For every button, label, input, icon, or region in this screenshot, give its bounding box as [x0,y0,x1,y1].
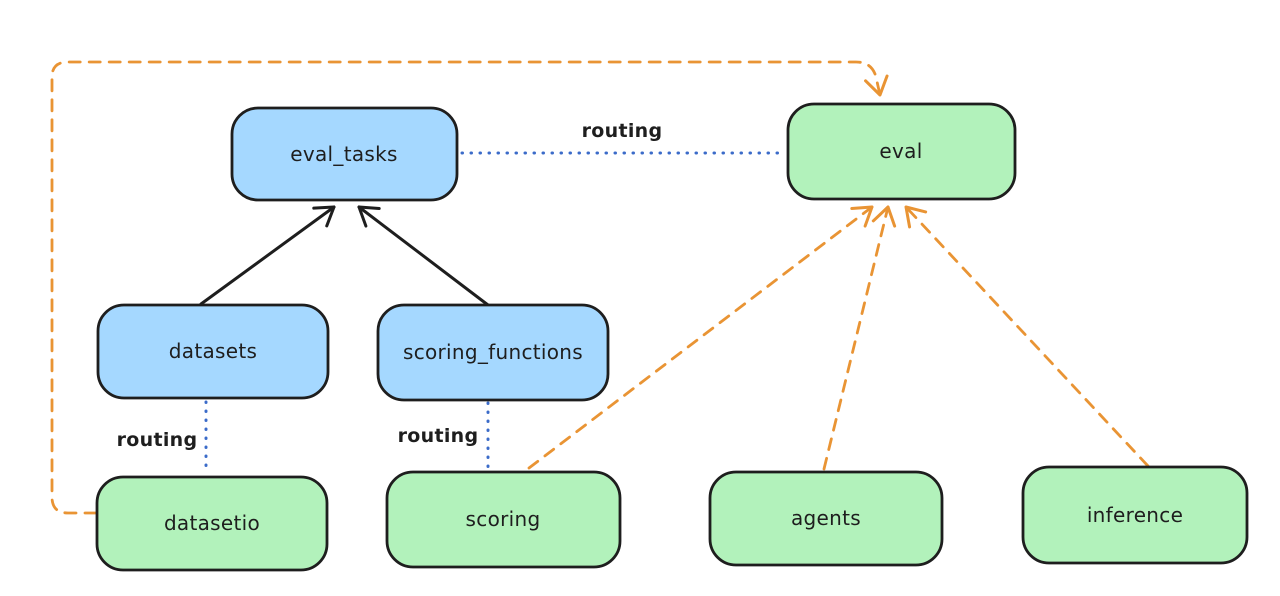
node-datasets-label: datasets [169,339,257,363]
edge-datasetio-to-eval-arrow [50,60,889,515]
node-eval-box [786,102,1017,201]
node-scoring-functions: scoring_functions [376,303,610,402]
node-agents-box [708,470,944,567]
node-inference-label: inference [1087,503,1183,527]
node-datasets-box [96,303,330,400]
node-scoring: scoring [385,470,622,569]
edge-agents-to-eval-arrow [822,205,897,471]
node-eval-label: eval [879,139,922,163]
node-datasetio-box [95,475,329,572]
node-datasets: datasets [96,303,330,400]
node-eval-tasks-label: eval_tasks [290,142,397,166]
node-agents: agents [708,470,944,567]
node-inference: inference [1021,465,1249,565]
routing-label-datasets-datasetio: routing [117,429,198,451]
routing-label-scoring-functions-scoring: routing [398,425,479,447]
node-scoring-label: scoring [466,507,541,531]
node-scoring-box [385,470,622,569]
node-scoring-functions-box [376,303,610,402]
node-eval-tasks-box [230,106,459,202]
node-inference-box [1021,465,1249,565]
node-eval-tasks: eval_tasks [230,106,459,202]
node-datasetio: datasetio [95,475,329,572]
routing-label-eval-tasks-eval: routing [582,120,663,142]
edge-scoring-functions-to-eval-tasks-arrow [357,205,490,307]
edge-scoring-to-eval-arrow [527,205,874,470]
node-datasetio-label: datasetio [164,511,260,535]
edge-inference-to-eval-arrow [904,205,1150,468]
node-eval: eval [786,102,1017,201]
node-agents-label: agents [791,506,861,530]
node-scoring-functions-label: scoring_functions [403,340,583,364]
edge-datasets-to-eval-tasks-arrow [199,205,336,306]
